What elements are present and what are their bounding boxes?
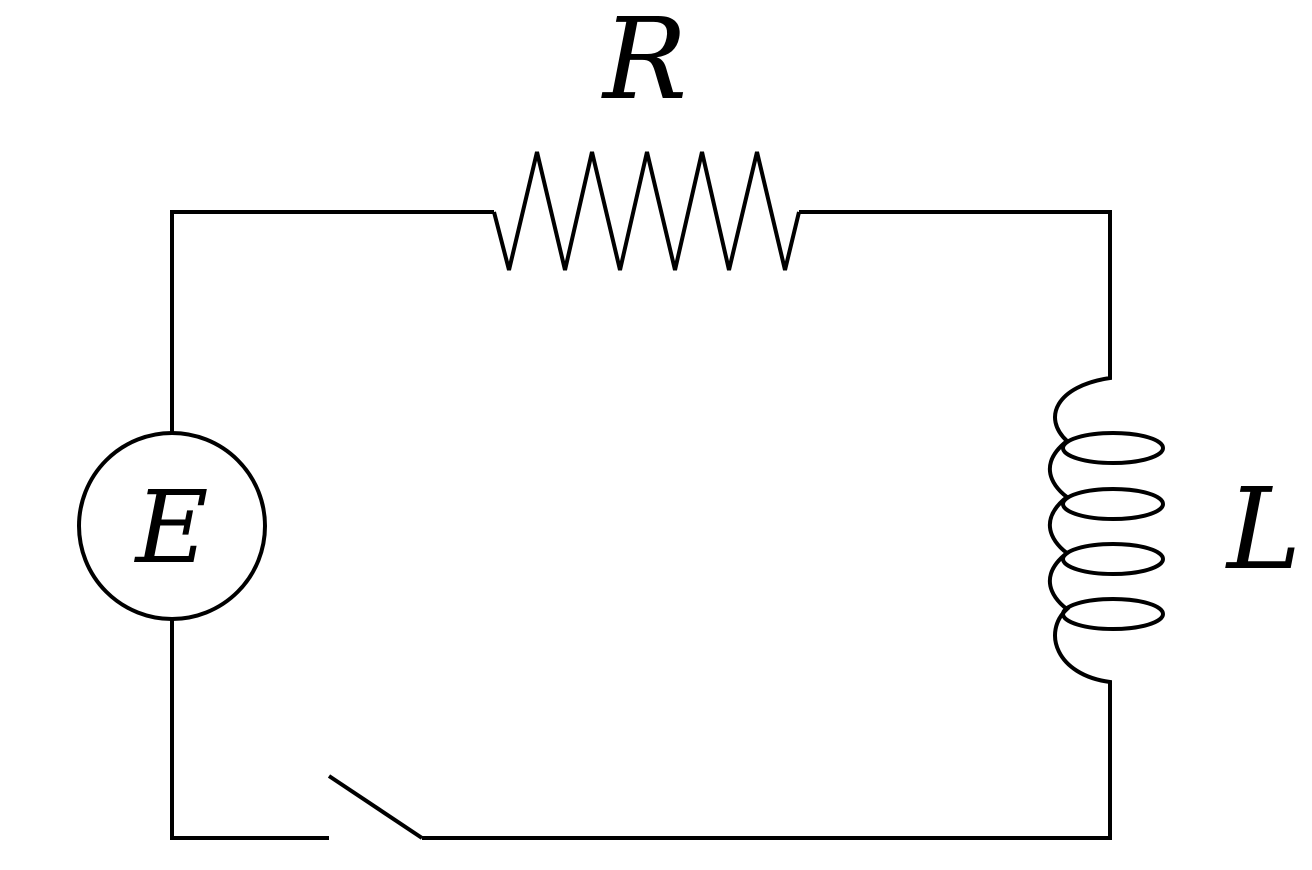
wire-top-right bbox=[799, 210, 1112, 372]
resistor-label: R bbox=[601, 0, 687, 125]
switch-blade bbox=[327, 774, 424, 840]
inductor-loop-3 bbox=[1061, 542, 1165, 576]
source-symbol bbox=[77, 431, 267, 621]
inductor-loop-4 bbox=[1061, 597, 1165, 631]
wire-bottom-right bbox=[422, 688, 1112, 840]
inductor-loop-1 bbox=[1061, 431, 1165, 465]
wire-top-left bbox=[170, 210, 494, 432]
source-label: E bbox=[134, 469, 209, 586]
resistor-symbol bbox=[492, 151, 801, 271]
inductor-symbol bbox=[1048, 372, 1112, 688]
inductor-label: L bbox=[1225, 465, 1301, 595]
inductor-loop-2 bbox=[1061, 487, 1165, 521]
wire-bottom-left bbox=[170, 620, 329, 840]
